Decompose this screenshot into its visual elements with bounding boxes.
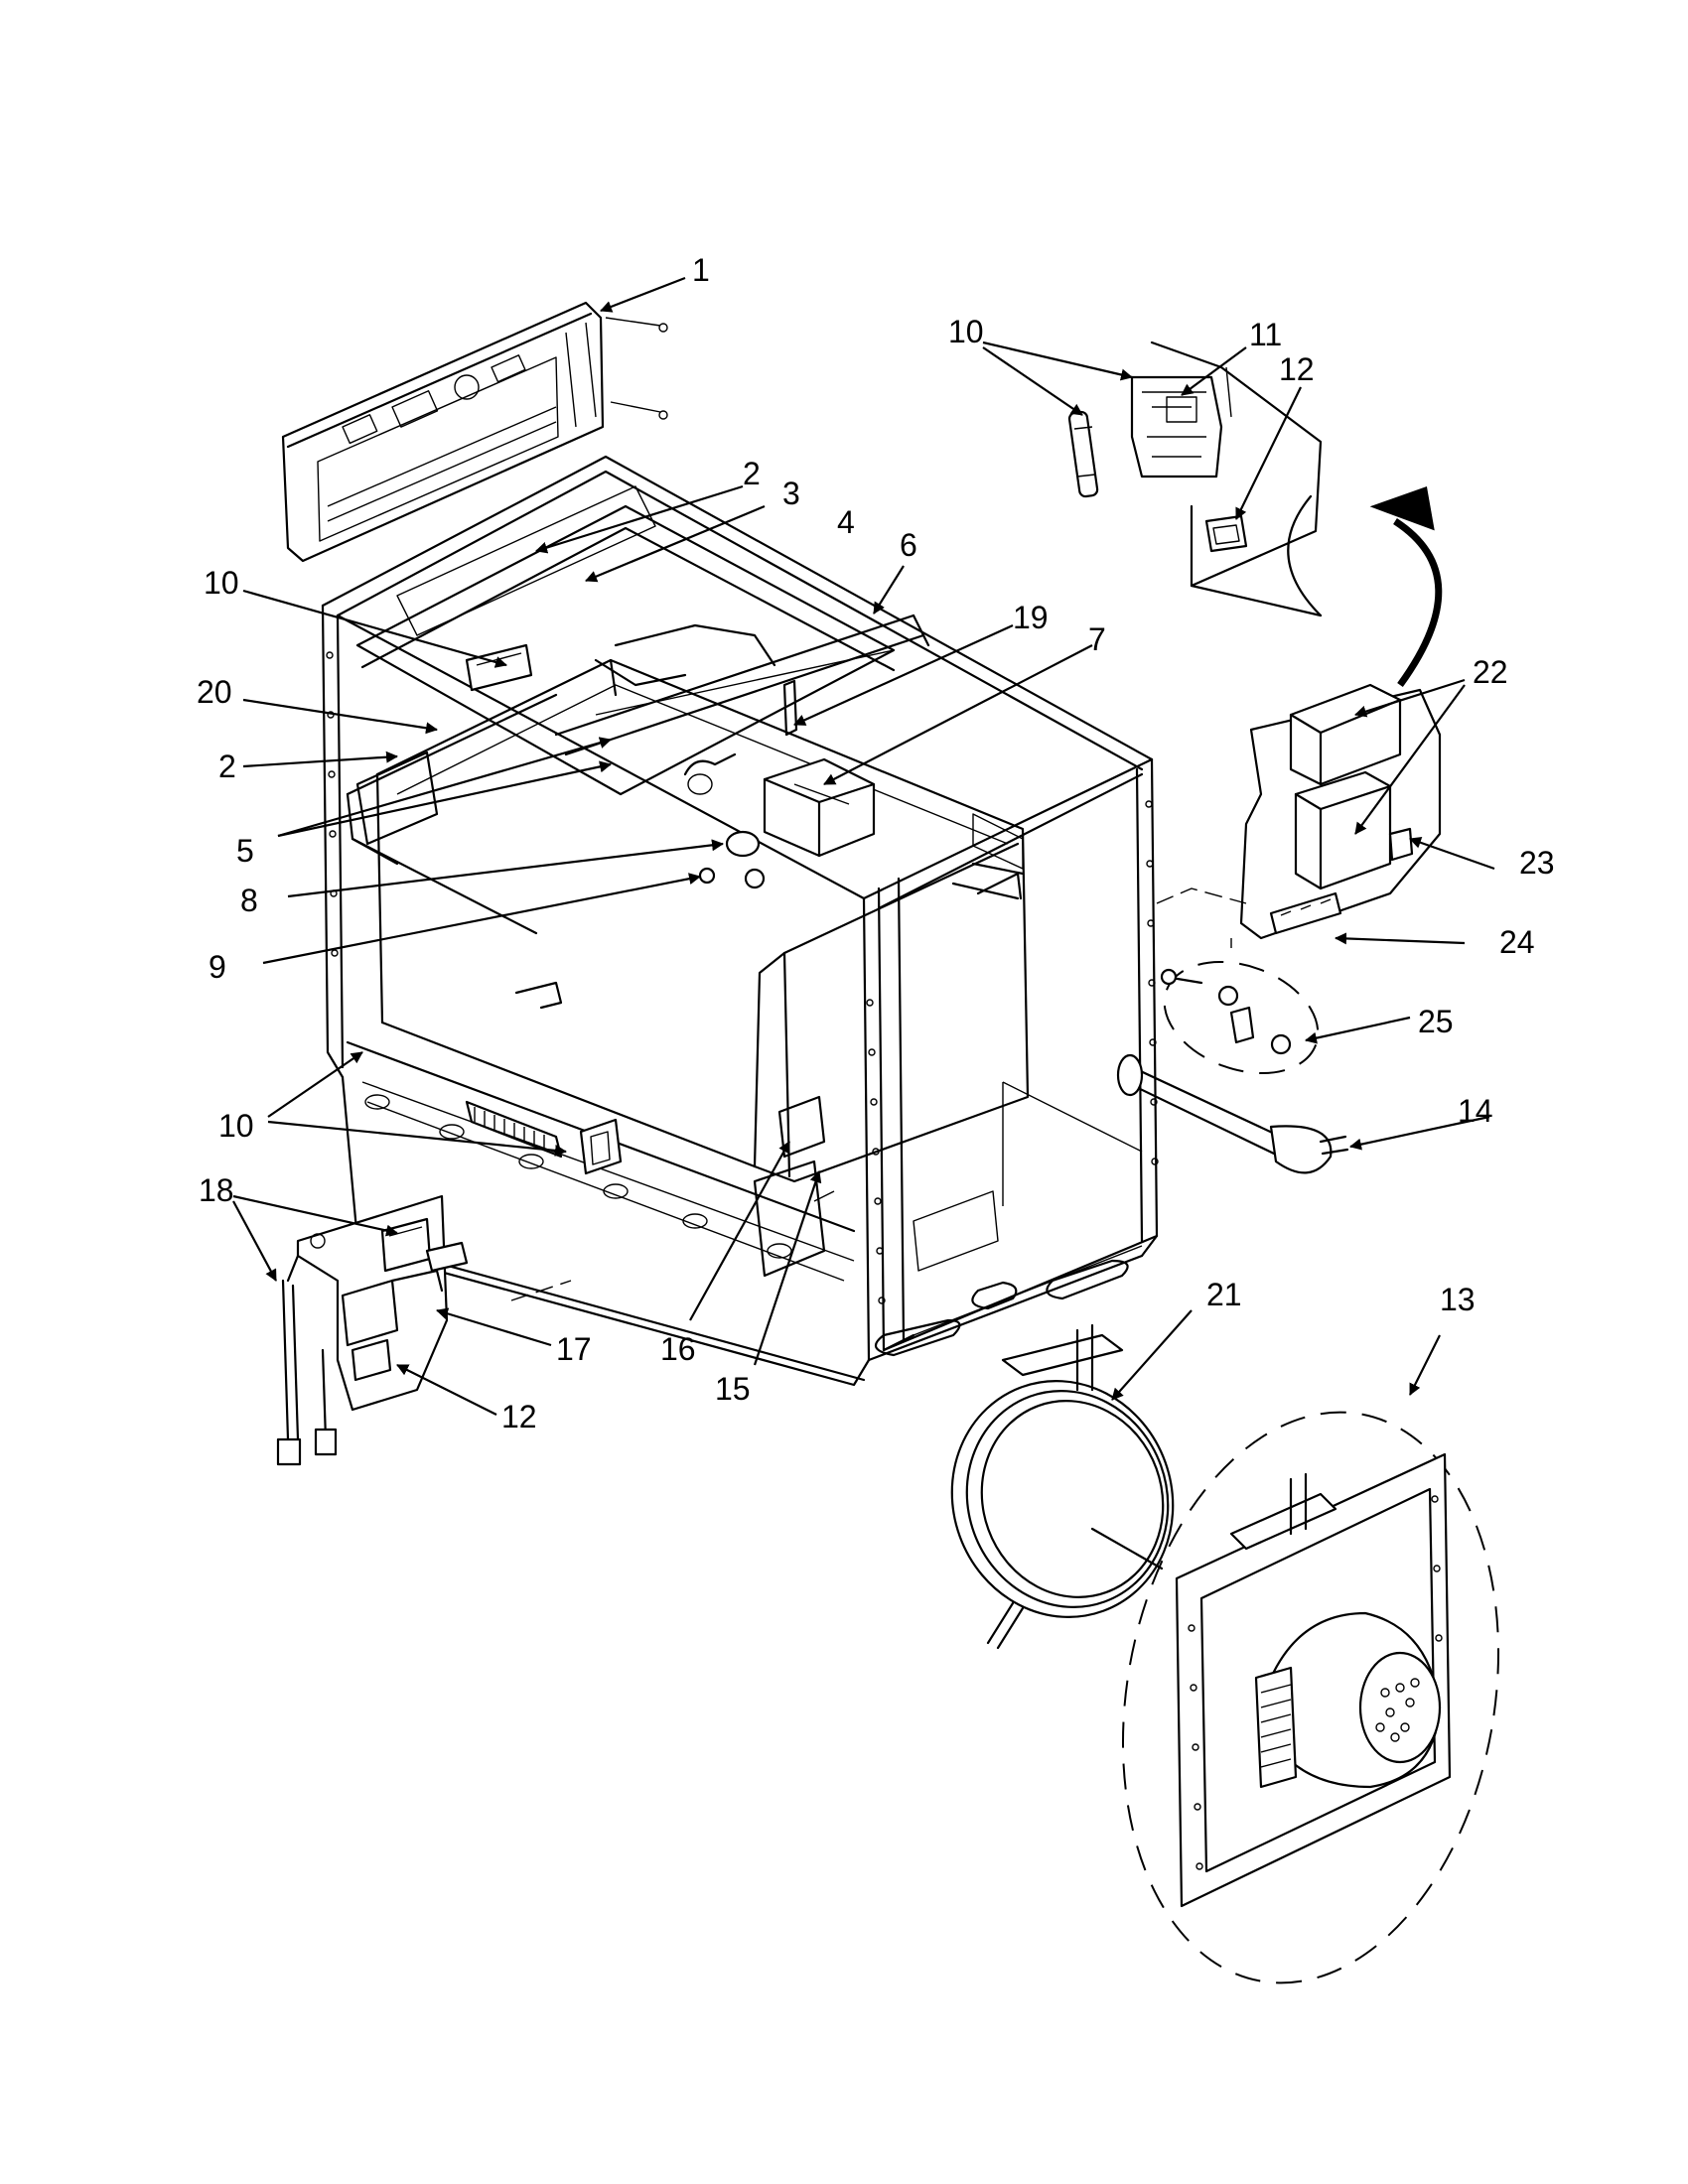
power-cord-part xyxy=(1116,1053,1349,1174)
label-15: 15 xyxy=(715,1371,751,1407)
label-1: 1 xyxy=(692,252,710,288)
label-18: 18 xyxy=(199,1172,234,1208)
label-6: 6 xyxy=(900,527,917,563)
label-11: 11 xyxy=(1249,317,1282,352)
control-panel-part xyxy=(281,301,668,563)
label-13: 13 xyxy=(1440,1282,1476,1317)
label-10-top-right: 10 xyxy=(948,314,984,349)
label-14: 14 xyxy=(1458,1093,1493,1129)
label-4: 4 xyxy=(837,504,855,540)
label-17: 17 xyxy=(556,1331,592,1367)
label-3: 3 xyxy=(782,476,800,511)
label-10-left: 10 xyxy=(204,565,239,601)
door-switch-bracket-assembly xyxy=(276,1194,469,1466)
label-21: 21 xyxy=(1206,1277,1242,1312)
label-12-bottom: 12 xyxy=(501,1399,537,1434)
label-7: 7 xyxy=(1088,621,1106,657)
label-2-top: 2 xyxy=(743,456,761,491)
label-2-left: 2 xyxy=(218,749,236,784)
part-number-labels: 1 10 11 12 2 3 4 6 10 19 7 20 2 5 8 9 22… xyxy=(197,252,1555,1434)
label-16: 16 xyxy=(660,1331,696,1367)
label-25: 25 xyxy=(1418,1004,1454,1039)
guide-lines xyxy=(510,887,1247,1301)
label-22: 22 xyxy=(1473,654,1508,690)
leader-lines xyxy=(232,276,1495,1416)
fuse-holder-assembly xyxy=(1067,341,1443,688)
label-10-bottom: 10 xyxy=(218,1108,254,1144)
label-20: 20 xyxy=(197,674,232,710)
mounting-hardware-kit xyxy=(1160,960,1320,1075)
heating-element-part xyxy=(950,1323,1175,1650)
label-24: 24 xyxy=(1499,924,1535,960)
label-5: 5 xyxy=(236,833,254,869)
transformer-bracket-assembly xyxy=(1239,683,1442,940)
label-12-top: 12 xyxy=(1279,351,1315,387)
label-8: 8 xyxy=(240,883,258,918)
top-components xyxy=(355,485,1025,900)
label-23: 23 xyxy=(1519,845,1555,881)
label-19: 19 xyxy=(1013,600,1049,635)
label-9: 9 xyxy=(209,949,226,985)
convection-fan-assembly xyxy=(1121,1411,1500,1984)
